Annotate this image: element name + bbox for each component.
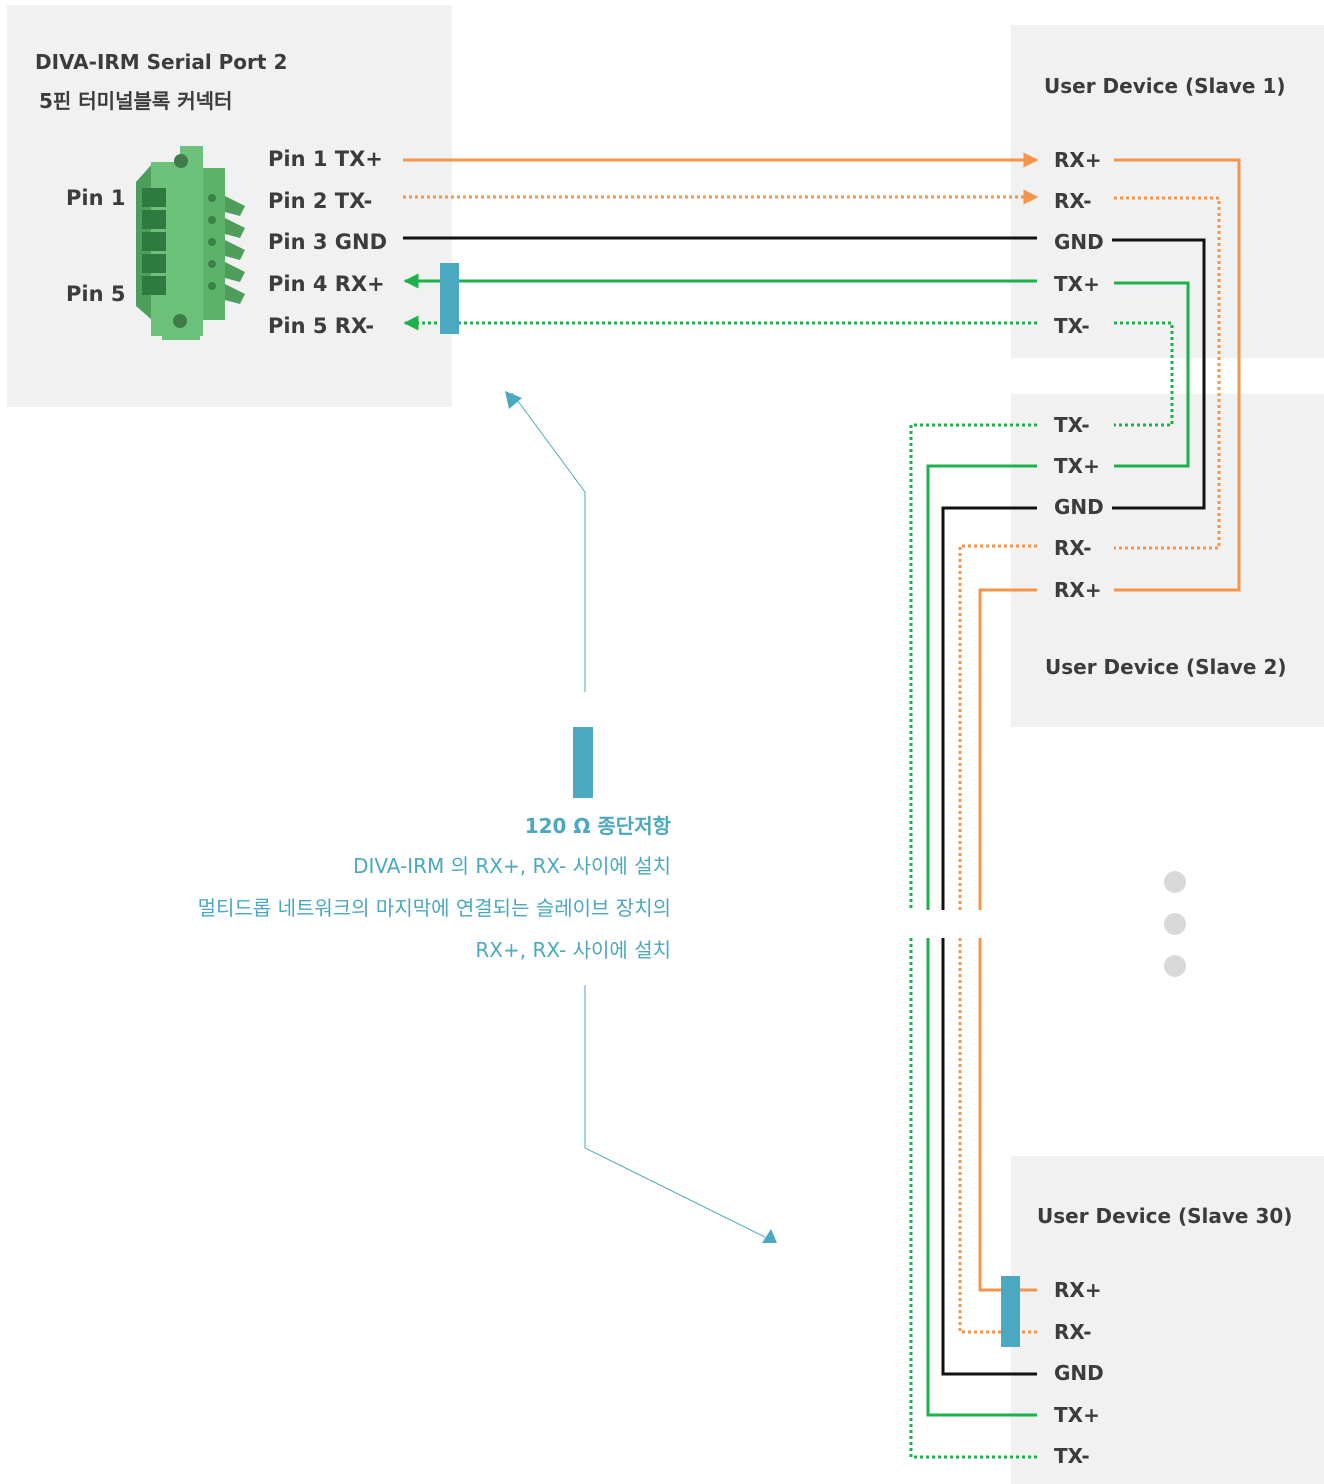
slave30-signal: RX-	[1054, 1320, 1092, 1344]
wire-break-gap	[900, 912, 995, 935]
slave30-title: User Device (Slave 30)	[1037, 1204, 1293, 1228]
ellipsis-dots-icon	[1164, 871, 1186, 893]
master-pin-2: Pin 2 TX-	[268, 189, 373, 213]
wire-s1-tx-minus-loop	[1114, 321, 1174, 427]
terminal-block-connector-icon	[136, 146, 245, 340]
wire-s30-rx-plus	[978, 938, 1037, 1292]
slave1-signal: RX-	[1054, 189, 1092, 213]
ellipsis-dots-icon	[1164, 913, 1186, 935]
resistor-note-line: 멀티드롭 네트워크의 마지막에 연결되는 슬레이브 장치의	[197, 896, 671, 920]
slave2-signal: TX-	[1054, 413, 1090, 437]
master-pin-4: Pin 4 RX+	[268, 272, 385, 296]
slave30-signal: RX+	[1054, 1278, 1102, 1302]
master-title: DIVA-IRM Serial Port 2	[35, 50, 288, 74]
resistor-icon-master	[440, 263, 459, 334]
wire-s30-gnd	[941, 938, 1037, 1376]
slave2-title: User Device (Slave 2)	[1045, 655, 1287, 679]
wire-s1-gnd-loop	[1112, 238, 1206, 510]
wire-s1-tx-plus-loop	[1114, 281, 1190, 468]
slave1-signal: TX-	[1054, 314, 1090, 338]
wire-s1-rx-plus-loop	[1114, 158, 1241, 592]
resistor-note-line: RX+, RX- 사이에 설치	[475, 938, 671, 962]
wire-s2-rx-minus-down	[958, 544, 1037, 910]
slave1-panel	[1011, 25, 1324, 358]
wire-s2-rx-plus-down	[978, 588, 1037, 910]
slave30-signal: TX-	[1054, 1444, 1090, 1468]
wire-s30-tx-plus	[926, 938, 1037, 1417]
resistor-icon-slave30	[1001, 1276, 1020, 1347]
master-pin-1: Pin 1 TX+	[268, 147, 383, 171]
slave1-signal: GND	[1054, 230, 1104, 254]
master-subtitle: 5핀 터미널블록 커넥터	[39, 89, 233, 113]
slave2-signal: GND	[1054, 495, 1104, 519]
callout-arrow-master	[505, 391, 522, 409]
connector-pin1-label: Pin 1	[66, 186, 126, 210]
wire-s30-rx-minus	[958, 938, 1037, 1334]
resistor-icon-legend	[573, 727, 593, 798]
slave2-signal: TX+	[1054, 454, 1100, 478]
slave30-panel	[1011, 1156, 1324, 1484]
slave30-signal: GND	[1054, 1361, 1104, 1385]
slave2-signal: RX+	[1054, 578, 1102, 602]
slave1-title: User Device (Slave 1)	[1044, 74, 1286, 98]
slave30-signal: TX+	[1054, 1403, 1100, 1427]
connector-pin5-label: Pin 5	[66, 282, 126, 306]
ellipsis-dots-icon	[1164, 955, 1186, 977]
wire-s2-tx-minus-down	[909, 423, 1037, 910]
callout-line-master	[511, 392, 586, 692]
wire-s2-gnd-down	[941, 506, 1037, 910]
slave2-signal: RX-	[1054, 536, 1092, 560]
resistor-note-line: DIVA-IRM 의 RX+, RX- 사이에 설치	[353, 854, 671, 878]
wire-s30-tx-minus	[909, 938, 1037, 1459]
resistor-note-title: 120 Ω 종단저항	[524, 814, 671, 838]
wire-s2-tx-plus-down	[926, 464, 1037, 910]
master-pin-3: Pin 3 GND	[268, 230, 388, 254]
master-pin-5: Pin 5 RX-	[268, 314, 375, 338]
slave1-signal: TX+	[1054, 272, 1100, 296]
slave1-signal: RX+	[1054, 148, 1102, 172]
callout-arrow-slave30	[762, 1229, 777, 1243]
slave2-panel	[1011, 394, 1324, 727]
callout-line-slave30	[584, 985, 766, 1238]
